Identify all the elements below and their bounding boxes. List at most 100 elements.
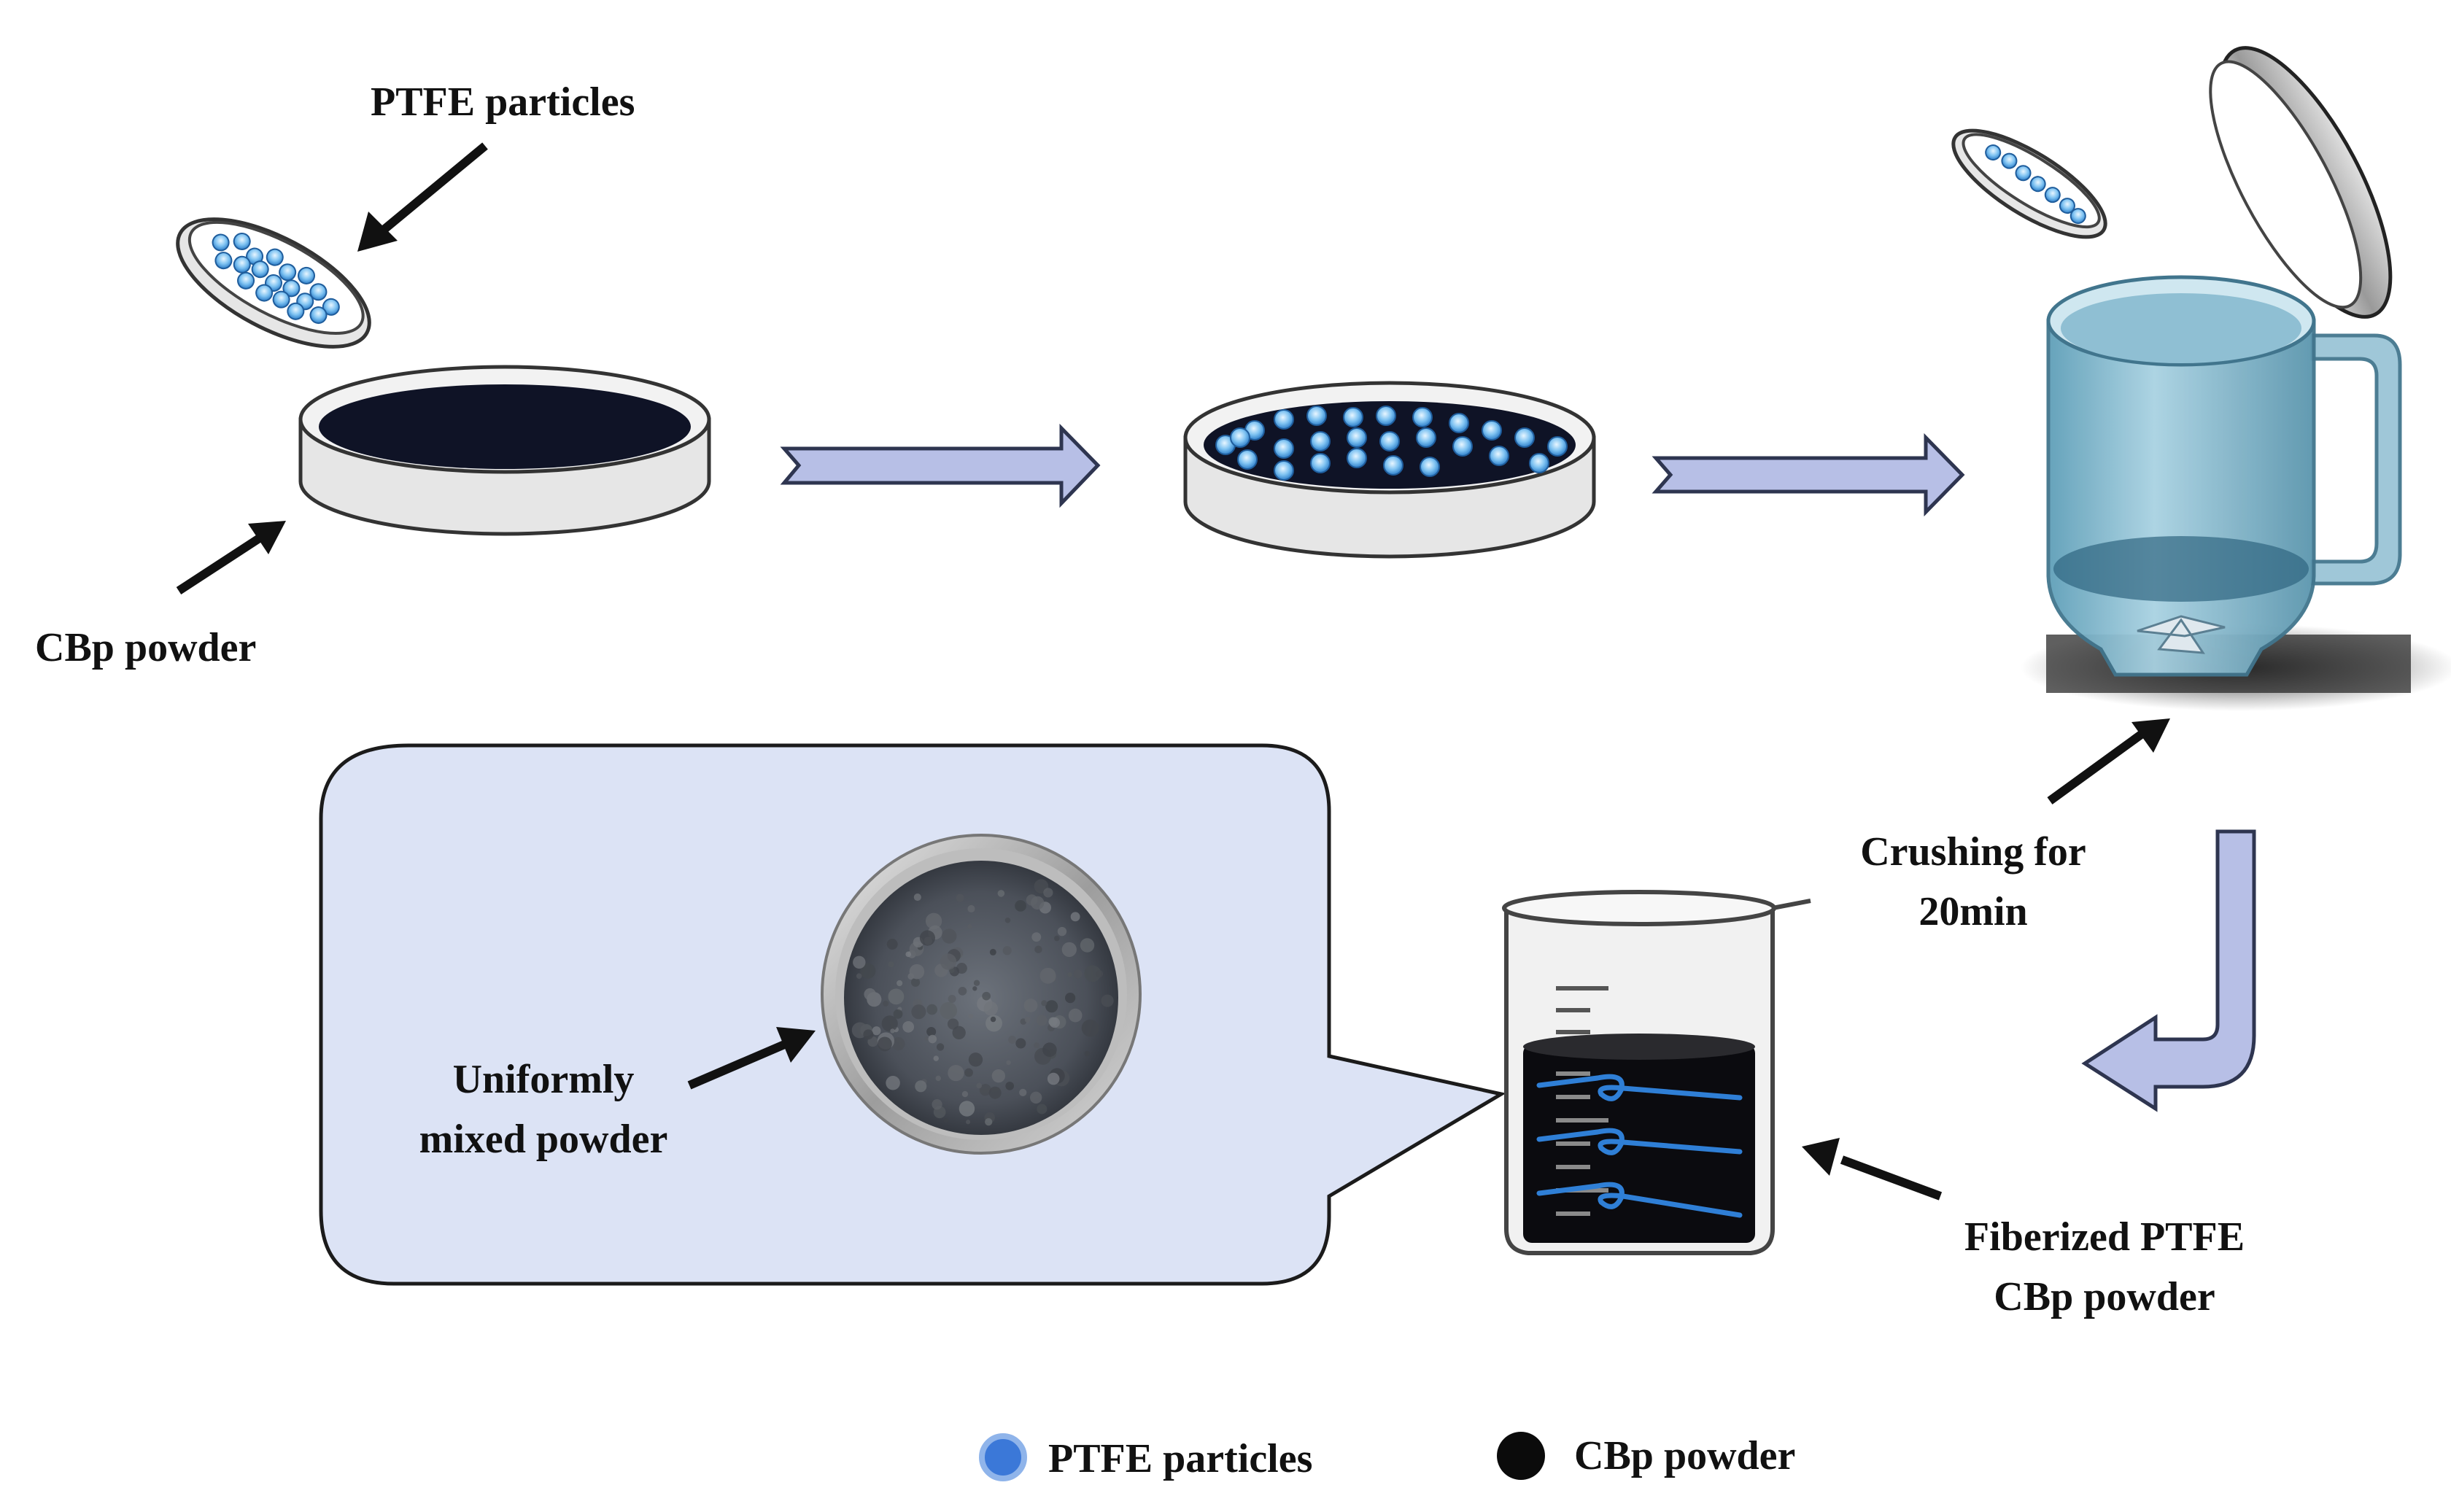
process-arrow-2 xyxy=(1652,433,1965,517)
powder-speck xyxy=(1030,1091,1042,1104)
powder-speck xyxy=(883,1000,889,1007)
powder-speck xyxy=(1101,994,1114,1007)
powder-speck xyxy=(1019,1088,1027,1096)
ptfe-particle xyxy=(1379,431,1400,451)
powder-speck xyxy=(1080,938,1095,953)
powder-speck xyxy=(856,973,862,979)
ptfe-particle xyxy=(2001,152,2018,169)
powder-speck xyxy=(1006,1060,1011,1066)
powder-speck xyxy=(1031,932,1042,942)
powder-speck xyxy=(891,1037,905,1051)
ptfe-particle xyxy=(251,260,269,279)
powder-speck xyxy=(940,953,957,970)
powder-speck xyxy=(940,1001,958,1020)
ptfe-particle xyxy=(233,255,251,274)
powder-speck xyxy=(1024,1017,1031,1023)
powder-speck xyxy=(926,1027,937,1037)
powder-speck xyxy=(968,1052,983,1067)
powder-speck xyxy=(948,1064,964,1082)
powder-speck xyxy=(886,939,898,950)
powder-speck xyxy=(985,1117,993,1126)
ptfe-particle xyxy=(1482,420,1502,441)
powder-speck xyxy=(988,1086,1002,1099)
powder-speck xyxy=(976,1082,983,1089)
powder-speck xyxy=(1015,1038,1026,1049)
powder-speck xyxy=(878,1036,892,1052)
powder-speck xyxy=(972,986,977,991)
label-crushing-line1: Crushing for xyxy=(1860,829,2086,875)
legend-label-ptfe: PTFE particles xyxy=(1048,1436,1313,1481)
powder-speck xyxy=(1084,965,1101,982)
pointer-arrow-crushing xyxy=(2047,718,2170,805)
powder-speck xyxy=(1057,926,1067,937)
powder-speck xyxy=(959,1101,975,1117)
ptfe-particle xyxy=(1306,406,1327,426)
powder-speck xyxy=(886,1075,900,1090)
powder-speck xyxy=(961,1090,969,1098)
powder-speck xyxy=(1005,1082,1015,1090)
powder-speck xyxy=(1031,896,1045,910)
beaker-fiberized xyxy=(1502,890,1811,1255)
powder-speck xyxy=(1048,1017,1058,1026)
ptfe-particle xyxy=(233,232,251,250)
powder-speck xyxy=(1043,888,1053,898)
powder-speck xyxy=(872,1026,881,1036)
label-fiberized-line2: CBp powder xyxy=(1994,1274,2215,1319)
powder-speck xyxy=(989,948,996,955)
ptfe-particle xyxy=(309,306,328,325)
ptfe-particle xyxy=(1514,427,1535,448)
powder-speck xyxy=(1067,972,1072,977)
powder-speck xyxy=(967,923,972,929)
ptfe-particle xyxy=(1310,431,1331,451)
powder-speck xyxy=(1065,992,1076,1004)
powder-speck xyxy=(913,893,921,902)
powder-speck xyxy=(983,1001,998,1016)
ptfe-particle xyxy=(1383,455,1403,476)
ptfe-particle xyxy=(1489,446,1509,466)
ptfe-particle xyxy=(1347,448,1367,468)
powder-speck xyxy=(1037,1104,1048,1114)
ptfe-particle xyxy=(1529,453,1549,473)
ptfe-particle xyxy=(255,284,274,302)
label-ptfe-particles: PTFE particles xyxy=(371,80,635,125)
powder-speck xyxy=(863,1029,874,1040)
powder-speck xyxy=(958,986,967,996)
ptfe-particle xyxy=(297,266,315,284)
powder-speck xyxy=(979,1084,991,1096)
powder-speck xyxy=(919,930,935,946)
small-petri-dish-ptfe-2 xyxy=(1951,128,2107,239)
ptfe-particle xyxy=(246,247,264,265)
powder-speck xyxy=(936,1043,945,1051)
powder-speck xyxy=(1015,900,1026,912)
label-crushing-line2: 20min xyxy=(1918,889,2028,934)
powder-speck xyxy=(910,977,921,987)
ptfe-particle xyxy=(1230,427,1250,448)
powder-speck xyxy=(853,955,866,969)
powder-speck xyxy=(909,964,925,980)
label-fiberized-line1: Fiberized PTFE xyxy=(1964,1214,2245,1260)
ptfe-particle xyxy=(1420,457,1440,477)
ptfe-particle xyxy=(1547,436,1568,457)
label-cbp-powder: CBp powder xyxy=(35,625,257,670)
powder-speck xyxy=(1004,917,1011,923)
ptfe-particle xyxy=(1416,427,1436,448)
pointer-arrow-uniform xyxy=(687,1027,816,1090)
powder-speck xyxy=(991,1069,1006,1083)
powder-speck xyxy=(990,1016,996,1023)
powder-speck xyxy=(956,893,964,902)
powder-speck xyxy=(905,951,912,958)
grinder-cup xyxy=(2021,275,2451,711)
process-arrow-3 xyxy=(2081,829,2256,1112)
ptfe-particle xyxy=(214,252,233,270)
powder-speck xyxy=(902,1020,915,1033)
powder-speck xyxy=(948,994,956,1004)
powder-speck xyxy=(986,1015,1002,1032)
ptfe-particle xyxy=(212,233,230,252)
ptfe-particle xyxy=(1449,413,1469,433)
legend-marker-cbp xyxy=(1497,1432,1545,1480)
powder-speck xyxy=(1084,1050,1091,1057)
powder-speck xyxy=(890,1028,895,1034)
powder-speck xyxy=(1073,969,1083,979)
